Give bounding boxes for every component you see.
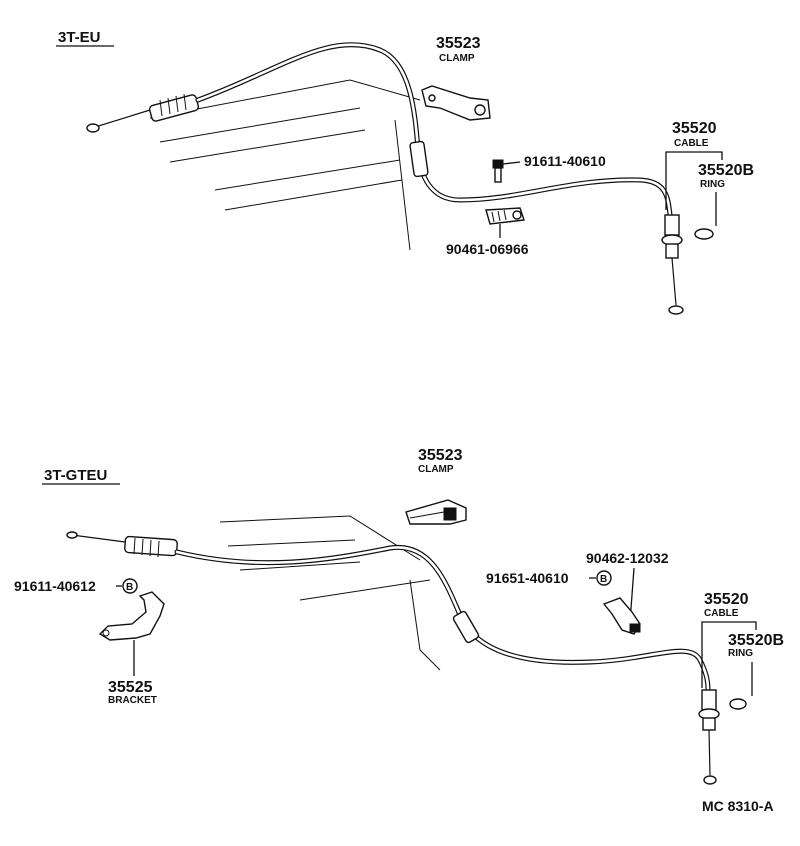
throttle-cable-top <box>86 42 684 315</box>
clamp-bottom: 35523 CLAMP <box>405 447 467 525</box>
cable-end-fitting <box>86 123 100 133</box>
marker-b-label: B <box>126 582 133 593</box>
cable-label-2: CABLE <box>704 608 739 619</box>
cable-end-pin <box>668 305 684 315</box>
cable-adjuster <box>148 94 200 122</box>
cable-label-bottom: 35520 CABLE <box>701 591 757 688</box>
cable-end-housing <box>664 214 680 236</box>
ring-label: RING <box>700 179 725 190</box>
ring-label-2: RING <box>728 648 753 659</box>
ring-icon-2 <box>729 698 747 710</box>
cable-part-number: 35520 <box>672 120 717 137</box>
bolt2-part-number: 91651-40610 <box>486 570 569 586</box>
clip-part-number: 90461-06966 <box>446 241 529 257</box>
bracket-part-number: 35525 <box>108 679 153 696</box>
marker-b-icon <box>122 578 138 594</box>
clip-bottom: 90462-12032 <box>586 550 669 635</box>
clamp-label: CLAMP <box>439 53 475 64</box>
clamp-part-number: 35523 <box>436 35 481 52</box>
cable-grommet <box>409 140 429 178</box>
ring-part-number: 35520B <box>698 162 754 179</box>
bolt-part-number: 91611-40610 <box>524 153 606 169</box>
clip-top: 90461-06966 <box>446 207 529 257</box>
cable-part-number-2: 35520 <box>704 591 749 608</box>
bolt1-part-number: 91611-40612 <box>14 578 96 594</box>
throttle-cable-bottom <box>66 531 720 785</box>
section-3t-gteu: 3T-GTEU 35523 CLAMP <box>14 447 784 785</box>
cable-grommet-2 <box>452 610 480 644</box>
bracket-bottom: 35525 BRACKET <box>98 591 165 706</box>
clip-part-number-2: 90462-12032 <box>586 550 669 566</box>
clamp-part-number-2: 35523 <box>418 447 463 464</box>
cable-end-housing-2 <box>701 689 717 711</box>
diagram-code: MC 8310-A <box>702 798 774 814</box>
section-3t-eu: 3T-EU <box>56 29 754 315</box>
cable-label-top: 35520 CABLE <box>665 120 723 210</box>
ring-icon <box>694 228 714 240</box>
bracket-label: BRACKET <box>108 695 157 706</box>
bolt2-bottom: 91651-40610 B <box>486 570 612 586</box>
ring-top: 35520B RING <box>694 162 754 240</box>
marker-b-label-2: B <box>600 574 607 585</box>
marker-b-icon-2 <box>596 570 612 586</box>
ring-bottom: 35520B RING <box>728 632 784 710</box>
section-title-3t-eu: 3T-EU <box>58 29 101 46</box>
clamp-top: 35523 CLAMP <box>421 35 491 121</box>
cable-boot <box>665 243 679 259</box>
cable-label: CABLE <box>674 138 709 149</box>
ring-part-number-2: 35520B <box>728 632 784 649</box>
cable-end-fitting-2 <box>66 531 78 539</box>
section-title-3t-gteu: 3T-GTEU <box>44 467 107 484</box>
engine-outline-bottom <box>219 515 441 671</box>
clamp-label-2: CLAMP <box>418 464 454 475</box>
bolt-top: 91611-40610 <box>492 153 606 183</box>
bolt1-bottom: 91611-40612 B <box>14 578 138 594</box>
cable-boot-2 <box>702 717 716 731</box>
engine-outline-top <box>149 79 421 251</box>
cable-end-pin-2 <box>703 775 717 785</box>
